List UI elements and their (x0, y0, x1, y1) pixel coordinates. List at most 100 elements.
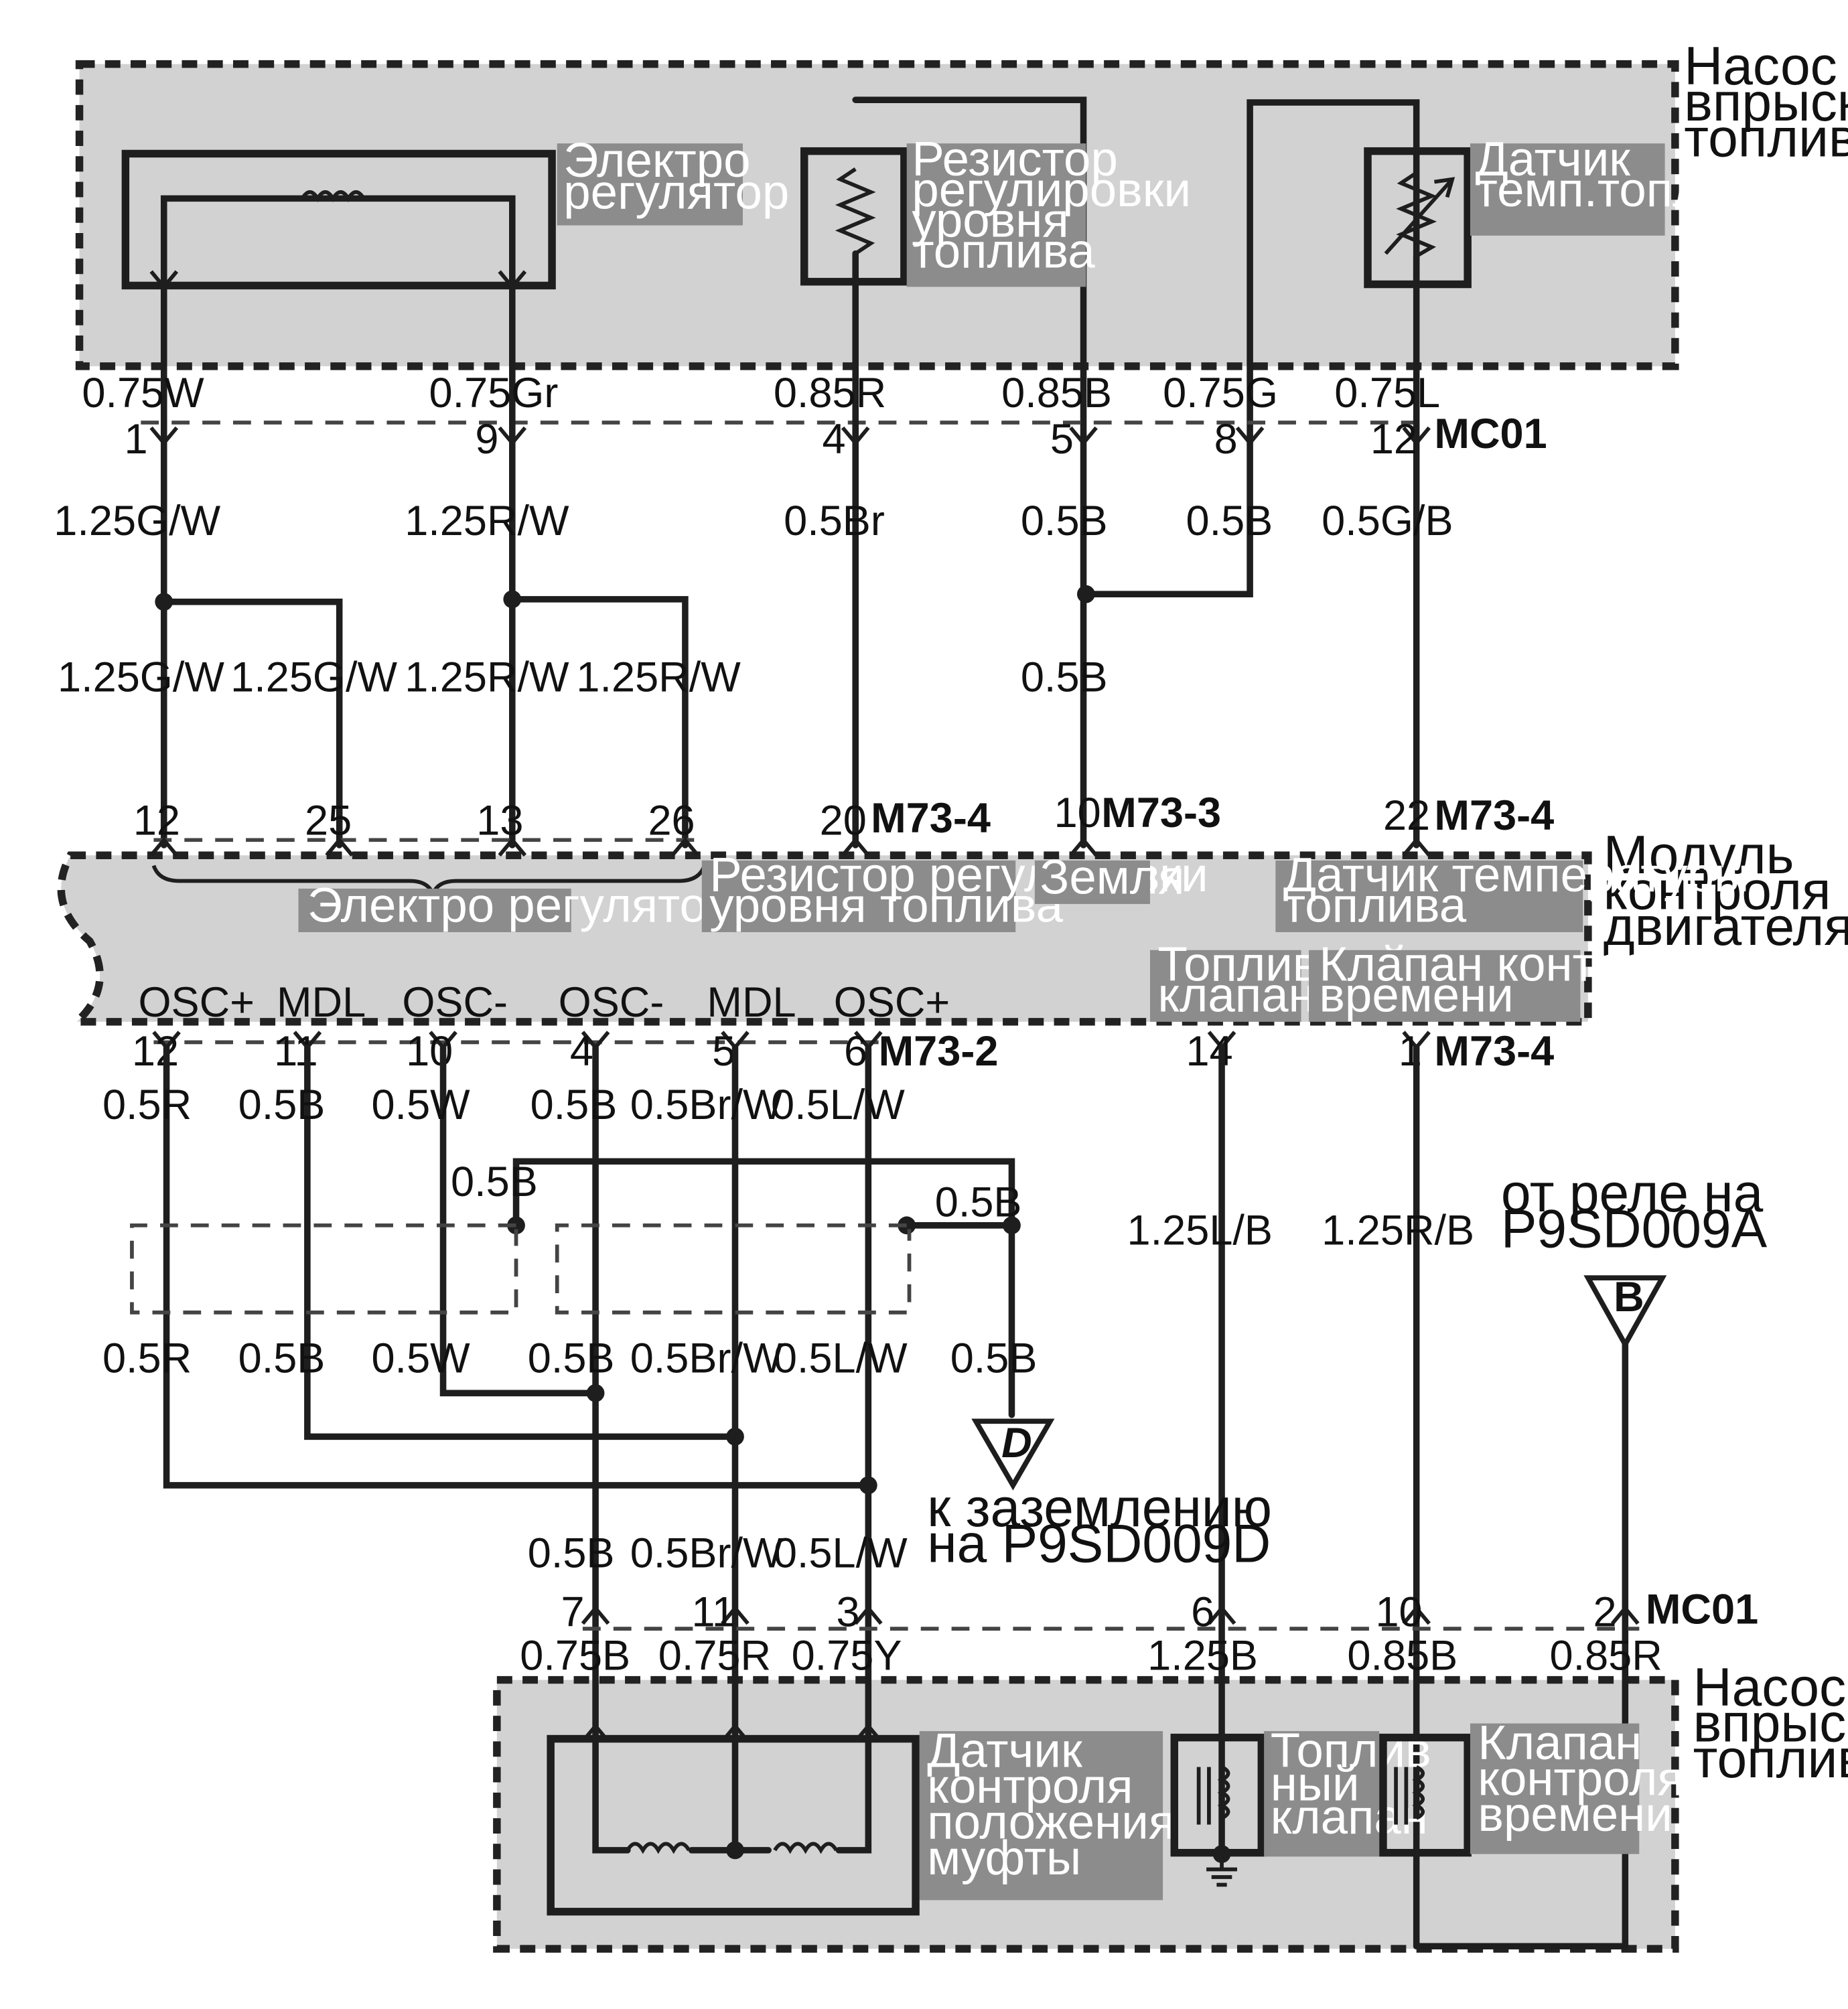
wire-0.75Gr: 0.75Gr (429, 370, 559, 417)
pin-12: 12 (132, 1028, 179, 1075)
fuel-level-resistor-label: Резистор регулировки уровня топлива (912, 132, 1204, 279)
ecm-pin-mdl: MDL (277, 979, 366, 1026)
wire-1.25R/B: 1.25R/B (1322, 1207, 1474, 1254)
mc01-bottom-terminals (581, 1605, 1640, 1625)
connector-m73-2: M73-2 (879, 1028, 999, 1075)
electro-regulator-label: Электро регулятор (563, 133, 789, 220)
pin-22: 22 (1383, 792, 1430, 839)
wire-0.5R: 0.5R (102, 1335, 192, 1382)
clutch-position-sensor (547, 1722, 920, 1916)
wire-0.75B: 0.75B (520, 1632, 630, 1679)
ecm-label-electro-regulator: Электро регулятор (307, 879, 733, 933)
solenoid-coil-icon (1412, 1765, 1425, 1820)
wire-1.25G/W: 1.25G/W (54, 498, 220, 544)
wire-0.5W: 0.5W (371, 1335, 470, 1382)
solenoid-coil-icon (1217, 1765, 1230, 1820)
connector-m73-4: M73-4 (871, 795, 991, 842)
pin-2: 2 (1593, 1588, 1617, 1635)
ecm-label-timing-valve: Клапан контроля времени (1319, 938, 1716, 1023)
connector-m73-3: M73-3 (1101, 790, 1221, 836)
wire-1.25G/W: 1.25G/W (58, 654, 224, 701)
pin-26: 26 (648, 798, 695, 844)
wire-1.25B: 1.25B (1147, 1632, 1258, 1679)
resistor-icon (835, 167, 876, 256)
wire-1.25L/B: 1.25L/B (1127, 1207, 1273, 1254)
ecm-top-terminals (149, 836, 1431, 857)
thermistor-icon (1396, 171, 1437, 258)
pin-13: 13 (476, 798, 523, 844)
wire-0.5B: 0.5B (950, 1335, 1038, 1382)
wire-0.85R: 0.85R (774, 370, 886, 417)
wire-0.5B: 0.5B (1021, 654, 1108, 701)
pin-20: 20 (820, 798, 867, 844)
connector-mc01-bottom: MC01 (1646, 1586, 1758, 1633)
wire-0.5B: 0.5B (935, 1179, 1022, 1225)
pin-10: 10 (1054, 790, 1101, 836)
svg-text:D: D (1001, 1420, 1032, 1467)
wire-0.75R: 0.75R (658, 1632, 771, 1679)
ecm-pin-osc-minus: OSC- (402, 979, 508, 1026)
ecm-pin-osc-plus: OSC+ (834, 979, 950, 1026)
wire-0.5Br/W: 0.5Br/W (630, 1082, 783, 1128)
wire-0.5Br: 0.5Br (784, 498, 885, 544)
timing-valve (1379, 1733, 1629, 1950)
wire-1.25R/W: 1.25R/W (405, 654, 569, 701)
wire-0.85B: 0.85B (1001, 370, 1112, 417)
pin-11: 11 (274, 1028, 317, 1075)
pin-4: 4 (570, 1028, 593, 1075)
pin-11: 11 (691, 1588, 735, 1635)
pin-3: 3 (837, 1588, 860, 1635)
pin-9: 9 (475, 416, 498, 463)
wire-1.25R/W: 1.25R/W (405, 498, 569, 544)
wire-0.75W: 0.75W (82, 370, 204, 417)
relay-ref-label: от реле на P9SD009A (1501, 1163, 1778, 1260)
ecm-pin-osc-minus: OSC- (559, 979, 664, 1026)
pin-6: 6 (1191, 1588, 1214, 1635)
wire-0.5B: 0.5B (528, 1530, 615, 1576)
pin-14: 14 (1186, 1028, 1233, 1075)
wire-0.5B: 0.5B (238, 1335, 326, 1382)
wire-0.5B: 0.5B (1186, 498, 1273, 544)
pin-25: 25 (305, 798, 352, 844)
connector-m73-4: M73-4 (1434, 792, 1554, 839)
wire-0.5L/W: 0.5L/W (774, 1335, 908, 1382)
ecm-label-fuel-temp: Датчик температуры топлива (1283, 848, 1763, 933)
ecm-pin-mdl: MDL (707, 979, 796, 1026)
wire-0.5G/B: 0.5G/B (1322, 498, 1453, 544)
wire-1.25R/W: 1.25R/W (576, 654, 741, 701)
wire-0.5B: 0.5B (530, 1082, 618, 1128)
pump-block-top (75, 60, 1679, 370)
pump-bottom-title: Насос впрыска топлива (1693, 1657, 1848, 1789)
connector-m73-4: M73-4 (1434, 1028, 1554, 1075)
pump-top-title: Насос впрыска топлива (1684, 36, 1848, 168)
wire-0.5B: 0.5B (528, 1335, 615, 1382)
pin-12: 12 (1370, 416, 1417, 463)
pin-5: 5 (712, 1028, 735, 1075)
wire-0.5B: 0.5B (451, 1159, 538, 1205)
ecm-label-ground: Земля (1040, 850, 1185, 905)
ecm-bottom-terminals (152, 1031, 1431, 1051)
pin-10: 10 (1375, 1588, 1422, 1635)
fuel-temp-sensor-label: Датчик темп.топлива (1476, 132, 1781, 217)
wire-0.5R: 0.5R (102, 1082, 192, 1128)
fuel-valve (1170, 1733, 1266, 1887)
wire-0.85B: 0.85B (1347, 1632, 1458, 1679)
wire-0.85R: 0.85R (1550, 1632, 1662, 1679)
pin-4: 4 (822, 416, 845, 463)
wire-1.25G/W: 1.25G/W (230, 654, 397, 701)
wire-0.5B: 0.5B (1021, 498, 1108, 544)
wire-0.5W: 0.5W (371, 1082, 470, 1128)
coil-icon (773, 1842, 838, 1854)
wire-0.5Br/W: 0.5Br/W (630, 1530, 783, 1576)
relay-ref-symbol: B (1583, 1274, 1667, 1350)
pin-7: 7 (561, 1588, 584, 1635)
pin-8: 8 (1214, 416, 1238, 463)
connector-mc01-top: MC01 (1434, 411, 1547, 457)
ecm-title: Модуль контроля двигателя (1604, 825, 1848, 957)
coil-icon (300, 190, 366, 202)
pin-6: 6 (844, 1028, 867, 1075)
pin-1: 1 (124, 416, 147, 463)
ecm-pin-osc-plus: OSC+ (138, 979, 255, 1026)
svg-text:B: B (1614, 1274, 1644, 1321)
